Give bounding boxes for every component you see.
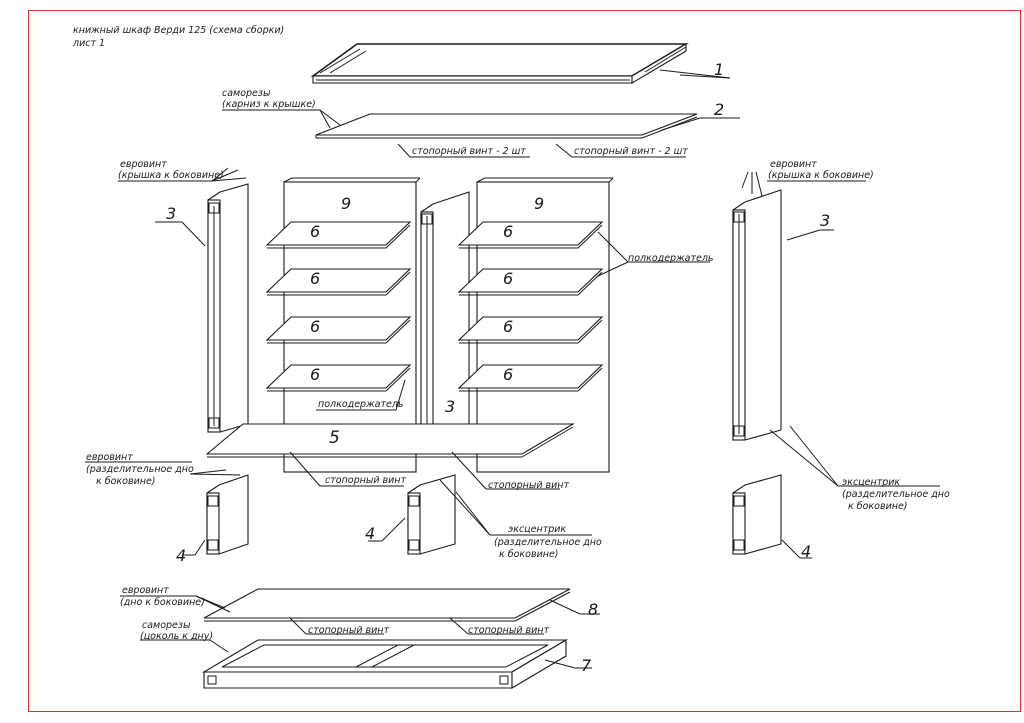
sheet-title: книжный шкаф Верди 125 (схема сборки) [73, 25, 285, 36]
label-divider-to-side-2: к боковине) [96, 476, 156, 487]
label-top-to-side-right: (крышка к боковине) [768, 170, 874, 181]
part-number-4-middle: 4 [365, 524, 376, 543]
part-number-6: 6 [310, 317, 321, 336]
part-number-6: 6 [310, 222, 321, 241]
leaders-top [222, 69, 740, 158]
drawing-frame [28, 10, 1021, 712]
label-screws: саморезы [222, 88, 271, 99]
part-number-7: 7 [581, 656, 592, 675]
part-number-2: 2 [714, 100, 725, 119]
part-plinth-frame [201, 639, 569, 689]
part-cornice [310, 43, 689, 84]
part-number-3-middle: 3 [445, 397, 456, 416]
part-number-4-right: 4 [801, 542, 812, 561]
part-divider-bottom [205, 423, 576, 458]
label-eccentric-mid-sub2: к боковине) [499, 549, 559, 560]
label-cornice-to-top: (карниз к крышке) [222, 99, 316, 110]
label-eccentric-right: эксцентрик [842, 477, 901, 488]
part-number-3-left: 3 [166, 204, 177, 223]
part-number-5: 5 [329, 428, 340, 448]
label-euroscrew-bottom: евровинт [122, 585, 169, 596]
part-number-6: 6 [503, 365, 514, 384]
label-stop-screw-2-right: стопорный винт - 2 шт [574, 146, 688, 157]
part-number-6: 6 [503, 222, 514, 241]
part-number-6: 6 [310, 365, 321, 384]
label-eccentric-right-sub2: к боковине) [848, 501, 908, 512]
part-number-1: 1 [714, 60, 725, 79]
part-number-9-left: 9 [341, 194, 352, 213]
leaders [85, 167, 940, 669]
label-stop-screw-mid-2: стопорный винт [488, 480, 570, 491]
part-number-3-right: 3 [820, 211, 831, 230]
label-bottom-to-side: (дно к боковине) [120, 597, 205, 608]
part-plinth-left [206, 474, 249, 555]
part-number-8: 8 [588, 600, 599, 619]
part-side-left [207, 183, 249, 433]
label-eccentric-right-sub1: (разделительное дно [842, 489, 950, 500]
label-shelf-holder-middle: полкодержатель [318, 399, 404, 410]
label-eccentric-mid: эксцентрик [508, 524, 567, 535]
label-euroscrew-divider: евровинт [86, 452, 133, 463]
part-side-right [732, 189, 782, 441]
part-plinth-right [732, 474, 782, 555]
label-screws-plinth: саморезы [142, 620, 191, 631]
label-divider-to-side-1: (разделительное дно [86, 464, 194, 475]
part-number-6: 6 [503, 269, 514, 288]
label-euroscrew-right: евровинт [770, 159, 817, 170]
label-stop-screw-2-left: стопорный винт - 2 шт [412, 146, 526, 157]
label-eccentric-mid-sub1: (разделительное дно [494, 537, 602, 548]
label-stop-screw-bottom-1: стопорный винт [308, 625, 390, 636]
part-number-6: 6 [503, 317, 514, 336]
part-number-6: 6 [310, 269, 321, 288]
shelves-right [457, 221, 604, 392]
label-euroscrew-left: евровинт [120, 159, 167, 170]
label-stop-screw-mid-1: стопорный винт [325, 475, 407, 486]
label-plinth-to-bottom: (цоколь к дну) [140, 631, 214, 642]
sheet-subtitle: лист 1 [73, 38, 106, 49]
shelves-left [265, 221, 412, 392]
label-shelf-holder-right: полкодержатель [628, 253, 714, 264]
part-number-9-right: 9 [534, 194, 545, 213]
part-plinth-middle [407, 474, 456, 555]
label-top-to-side-left: (крышка к боковине) [118, 170, 224, 181]
part-top-panel [315, 113, 698, 139]
label-stop-screw-bottom-2: стопорный винт [468, 625, 550, 636]
part-number-4-left: 4 [176, 546, 187, 565]
part-bottom-panel [203, 588, 571, 622]
